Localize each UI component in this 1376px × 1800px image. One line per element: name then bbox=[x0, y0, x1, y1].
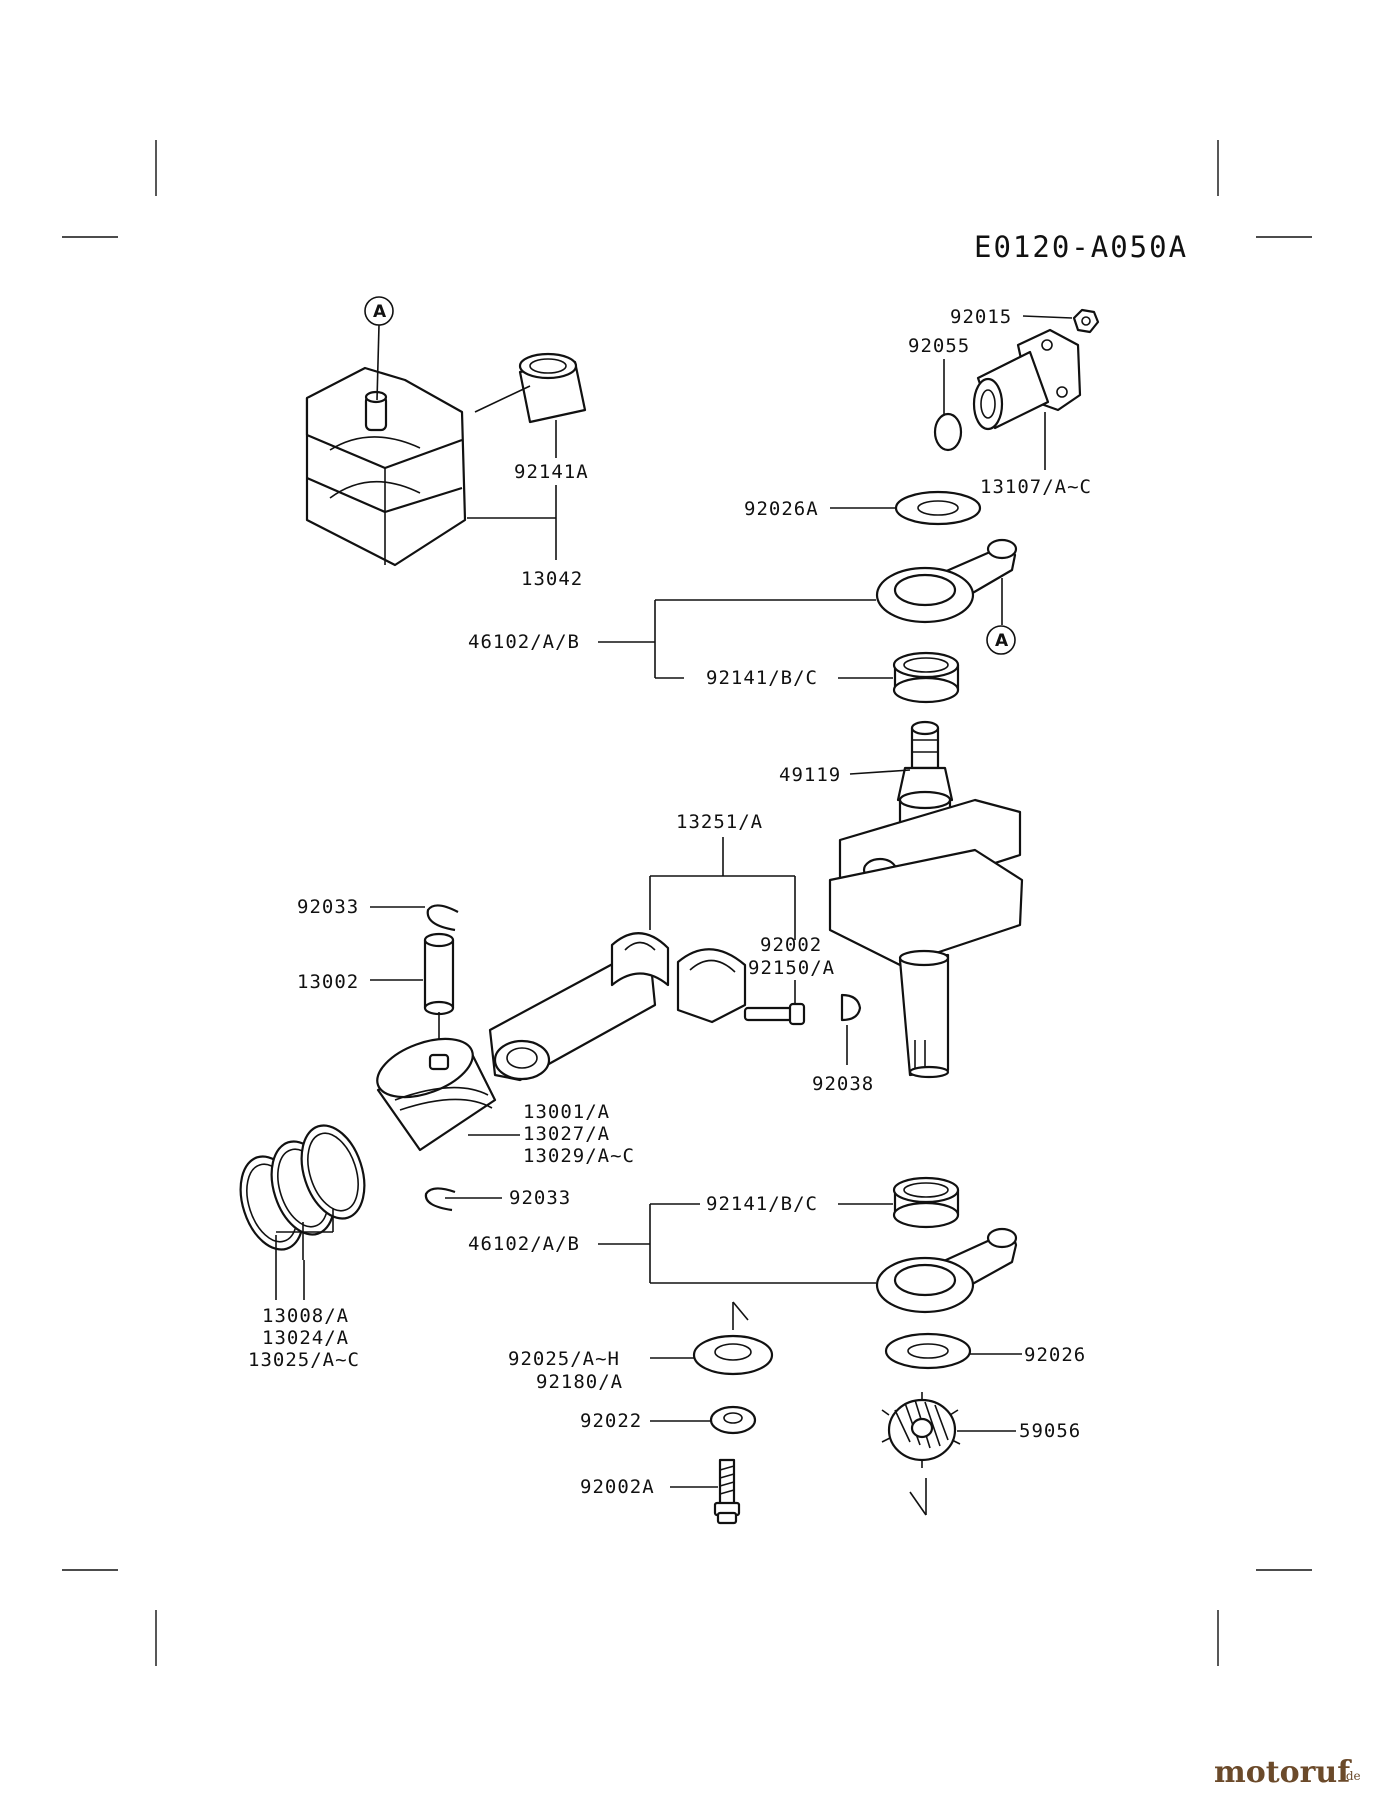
collar-92022 bbox=[709, 1405, 757, 1435]
key-92038 bbox=[840, 993, 862, 1022]
circle-marker-a-top: A bbox=[364, 296, 394, 401]
label-92002: 92002 bbox=[760, 934, 822, 956]
svg-text:A: A bbox=[373, 302, 387, 322]
label-92141-top: 92141/B/C bbox=[706, 667, 818, 689]
label-49119: 49119 bbox=[779, 764, 841, 786]
label-13027: 13027/A bbox=[523, 1123, 610, 1145]
label-92141A: 92141A bbox=[514, 461, 589, 483]
label-59056: 59056 bbox=[1019, 1420, 1081, 1442]
diagram-title: E0120-A050A bbox=[974, 230, 1188, 264]
label-92022: 92022 bbox=[580, 1410, 642, 1432]
watermark-logo: motoruf .de bbox=[1214, 1755, 1361, 1790]
bolt-92002A bbox=[713, 1458, 741, 1525]
bushing-92141A bbox=[518, 352, 587, 424]
label-13042: 13042 bbox=[521, 568, 583, 590]
gear-59056 bbox=[881, 1392, 961, 1468]
piston-13001 bbox=[376, 1037, 497, 1152]
label-92033-top: 92033 bbox=[297, 896, 359, 918]
balancer-block bbox=[305, 366, 467, 567]
label-92038: 92038 bbox=[812, 1073, 874, 1095]
piston-pin-13002 bbox=[423, 932, 455, 1016]
circlip-92033-bottom bbox=[424, 1187, 456, 1212]
label-92055: 92055 bbox=[908, 335, 970, 357]
o-ring-92055 bbox=[933, 412, 963, 452]
nut-92015 bbox=[1072, 308, 1100, 334]
bushing-92141-top bbox=[892, 651, 960, 704]
label-13008: 13008/A bbox=[262, 1305, 349, 1327]
label-13029: 13029/A~C bbox=[523, 1145, 635, 1167]
label-46102-top: 46102/A/B bbox=[468, 631, 580, 653]
washer-92026 bbox=[884, 1332, 972, 1370]
crankshaft-49119 bbox=[828, 720, 1024, 1079]
label-92002A: 92002A bbox=[580, 1476, 655, 1498]
label-92150: 92150/A bbox=[748, 957, 835, 979]
label-13001: 13001/A bbox=[523, 1101, 610, 1123]
thrust-washer-92025 bbox=[692, 1334, 774, 1376]
svg-text:A: A bbox=[995, 631, 1009, 651]
washer-92026A bbox=[894, 490, 982, 526]
label-92026: 92026 bbox=[1024, 1344, 1086, 1366]
circlip-92033-top bbox=[426, 904, 459, 932]
balancer-weight-bottom bbox=[875, 1227, 1018, 1314]
label-92141-bottom: 92141/B/C bbox=[706, 1193, 818, 1215]
bushing-92141-bottom bbox=[892, 1176, 960, 1229]
sleeve-13107 bbox=[972, 328, 1082, 431]
piston-rings-13008 bbox=[239, 1124, 366, 1251]
label-13002: 13002 bbox=[297, 971, 359, 993]
connecting-rod-13251 bbox=[488, 932, 747, 1082]
label-92015: 92015 bbox=[950, 306, 1012, 328]
circle-marker-a-side: A bbox=[986, 578, 1016, 655]
svg-text:motoruf: motoruf bbox=[1214, 1755, 1352, 1790]
balancer-weight-top bbox=[875, 538, 1018, 624]
label-46102-bottom: 46102/A/B bbox=[468, 1233, 580, 1255]
label-92025: 92025/A~H bbox=[508, 1348, 620, 1370]
crop-marks bbox=[62, 140, 1312, 1666]
label-92026A: 92026A bbox=[744, 498, 819, 520]
svg-text:.de: .de bbox=[1342, 1769, 1361, 1783]
label-92180: 92180/A bbox=[536, 1371, 623, 1393]
label-13251: 13251/A bbox=[676, 811, 763, 833]
label-13025: 13025/A~C bbox=[248, 1349, 360, 1371]
label-13107: 13107/A~C bbox=[980, 476, 1092, 498]
label-13024: 13024/A bbox=[262, 1327, 349, 1349]
label-92033-bottom: 92033 bbox=[509, 1187, 571, 1209]
bolt-92002 bbox=[743, 1002, 806, 1026]
